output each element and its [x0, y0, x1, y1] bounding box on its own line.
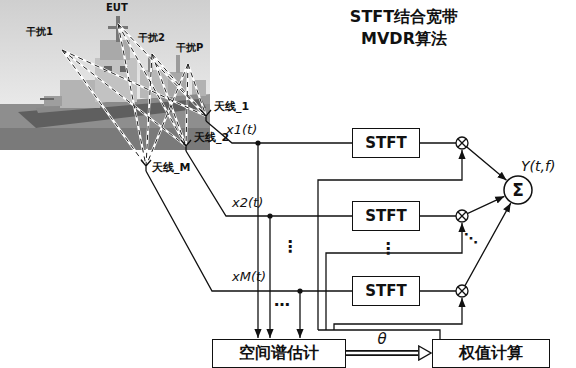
node-text: STFT [365, 207, 407, 225]
edge-label: θ [375, 331, 388, 348]
signal-wire [146, 121, 352, 338]
weight-wire [318, 150, 462, 339]
stft-box: STFT [352, 276, 420, 306]
connector-inner [346, 352, 418, 355]
ellipsis: ⋮ [282, 238, 298, 256]
output-name: Y(t,f) [521, 158, 555, 174]
node-text: 权值计算 [459, 343, 523, 364]
weight-box: 权值计算 [432, 339, 550, 368]
connector [346, 350, 418, 356]
ellipsis: ⋱ [464, 230, 478, 246]
radiation-path [62, 24, 206, 166]
stft-box: STFT [352, 201, 420, 231]
stft-box: STFT [352, 128, 420, 158]
antenna-label: 天线_2 [194, 132, 229, 145]
interference-label: 干扰P [176, 42, 203, 54]
signal-name: x2(t) [232, 196, 263, 211]
interference-label: 干扰2 [138, 32, 165, 44]
spatial-spectrum-box: 空间谱估计 [212, 339, 346, 368]
antenna-label: 天线_M [152, 162, 190, 175]
multiplier-symbol [456, 210, 468, 222]
node-text: STFT [365, 282, 407, 300]
ellipsis: ⋮ [380, 240, 396, 258]
node-text: Σ [512, 180, 524, 200]
signal-name: xM(t) [232, 270, 266, 285]
node-text: 空间谱估计 [239, 343, 319, 364]
node-text: STFT [365, 134, 407, 152]
connector [420, 203, 511, 291]
antenna-label: 天线_1 [214, 101, 249, 114]
multiplier-symbol [456, 285, 468, 297]
sum-node: Σ [503, 175, 533, 205]
algorithm-title: STFT结合宽带 MVDR算法 [338, 6, 470, 49]
multiplier-symbol [456, 137, 468, 149]
interference-label: 干扰1 [26, 26, 53, 38]
eut-label: EUT [106, 2, 128, 14]
signal-name: x1(t) [226, 123, 257, 138]
ellipsis: … [274, 292, 290, 310]
ship-photo [0, 0, 210, 150]
